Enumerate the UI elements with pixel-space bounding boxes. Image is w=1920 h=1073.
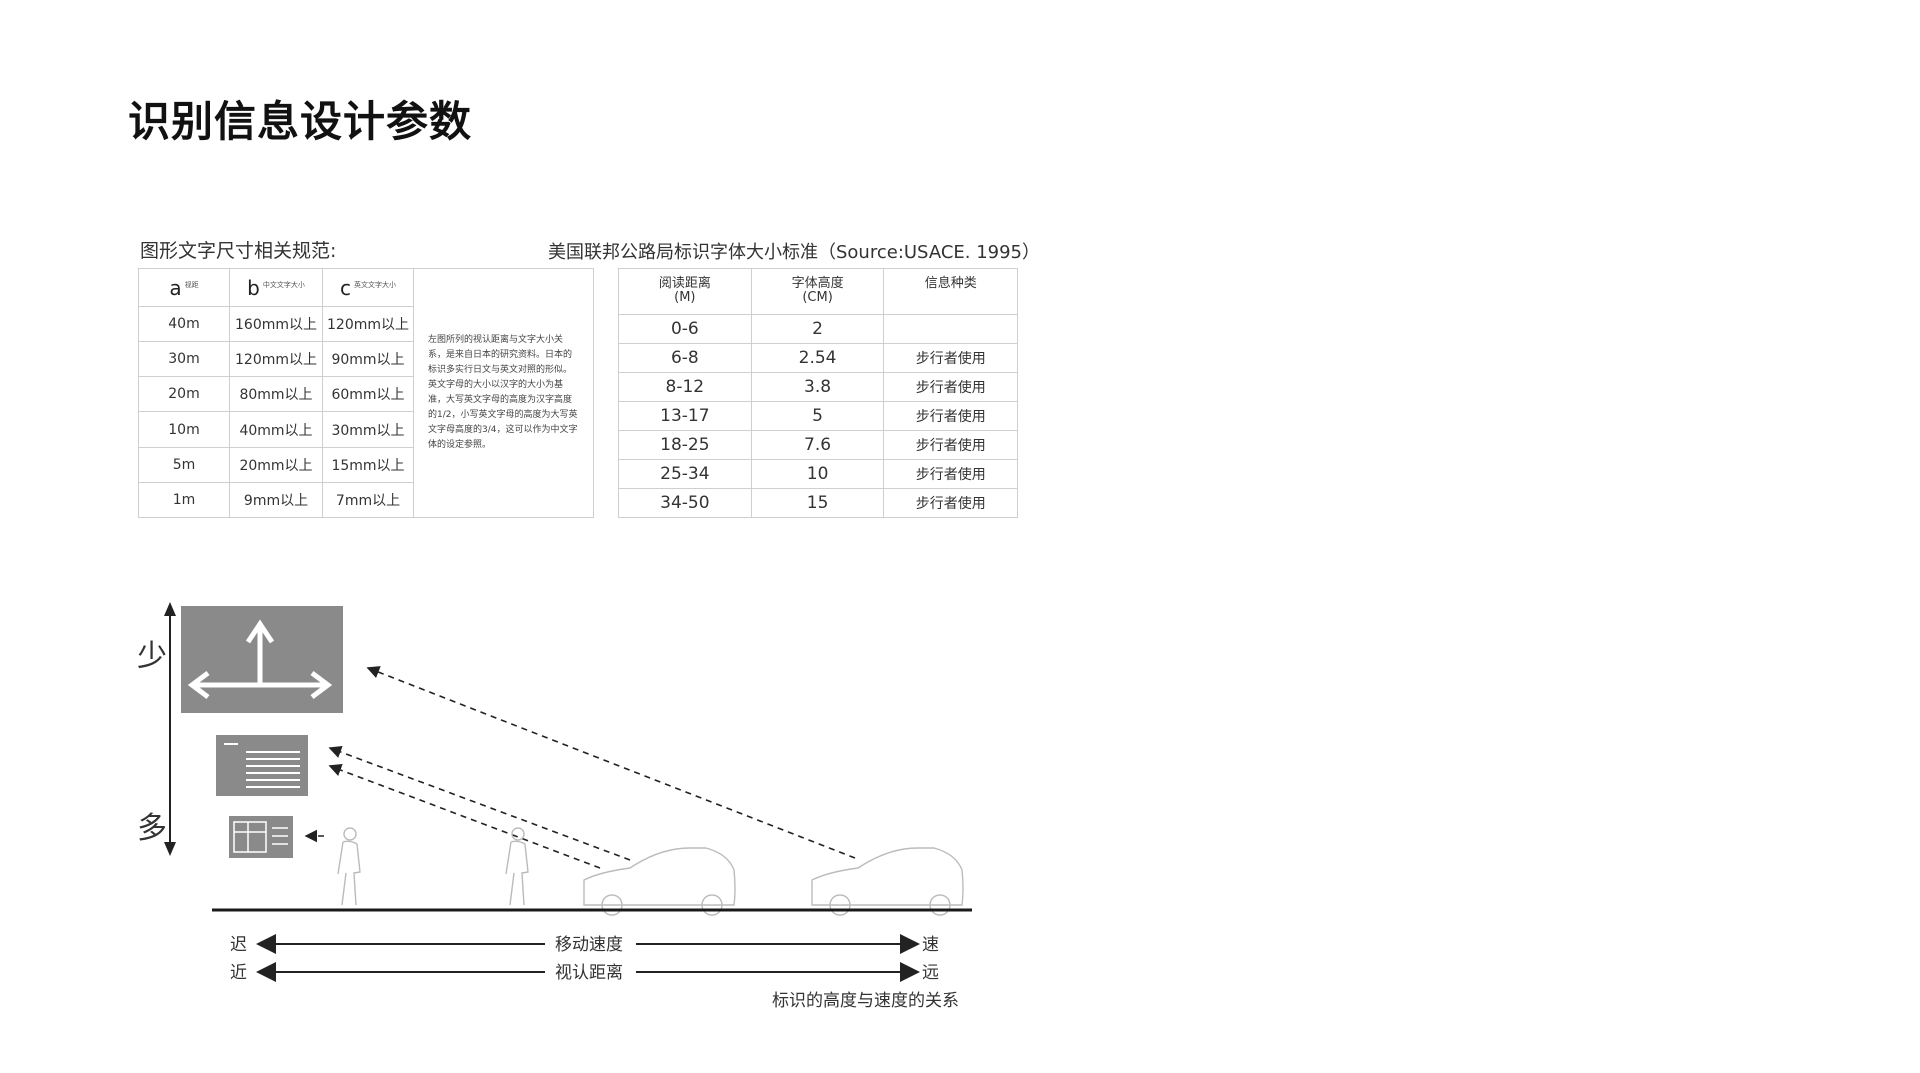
speed-left-label: 迟: [230, 935, 247, 955]
medium-list-sign: [216, 735, 308, 796]
header-kind: 信息种类: [883, 268, 1018, 315]
axis-top-label: 少: [137, 639, 167, 674]
note-text: 左图所列的视认距离与文字大小关系，是来自日本的研究资料。日本的标识多实行日文与英…: [413, 268, 594, 518]
distance-left-label: 近: [230, 963, 247, 983]
car-far: [811, 847, 964, 916]
speed-right-label: 速: [922, 935, 939, 955]
header-distance: 阅读距离(M): [618, 268, 752, 315]
sight-lines: [304, 666, 856, 869]
large-direction-sign: [181, 606, 343, 713]
vertical-axis: [164, 602, 176, 856]
page-title: 识别信息设计参数: [128, 97, 473, 146]
small-map-sign: [229, 816, 293, 858]
distance-center-label: 视认距离: [555, 963, 623, 983]
diagram-caption: 标识的高度与速度的关系: [772, 991, 959, 1011]
right-table-label: 美国联邦公路局标识字体大小标准（Source:USACE. 1995）: [548, 242, 1041, 263]
header-height: 字体高度(CM): [750, 268, 885, 315]
pedestrian-far: [505, 827, 529, 906]
left-table-label: 图形文字尺寸相关规范:: [140, 240, 337, 262]
speed-center-label: 移动速度: [555, 935, 623, 955]
distance-right-label: 远: [922, 963, 939, 983]
axis-bottom-label: 多: [137, 811, 167, 846]
car-near: [583, 847, 736, 916]
pedestrian-near: [337, 827, 361, 906]
